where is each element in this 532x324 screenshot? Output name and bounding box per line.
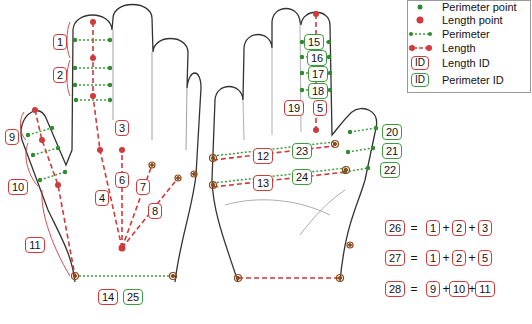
length-id: 10 bbox=[8, 179, 28, 195]
equation-operator: = bbox=[410, 282, 417, 296]
id-number: 1 bbox=[57, 36, 63, 48]
length-id: 26 bbox=[385, 220, 405, 236]
length-id: 9 bbox=[5, 129, 19, 145]
length-id: 3 bbox=[478, 220, 492, 236]
id-number: 22 bbox=[384, 164, 396, 176]
length-id: 8 bbox=[148, 203, 162, 219]
equation-operator: = bbox=[410, 221, 417, 235]
length-id: 2 bbox=[452, 250, 466, 266]
perimeter-id: 25 bbox=[123, 289, 143, 305]
id-number: 23 bbox=[296, 145, 308, 157]
id-number: 16 bbox=[311, 52, 323, 64]
legend-id-sample: ID bbox=[411, 73, 429, 87]
perimeter-id: 24 bbox=[292, 169, 312, 185]
legend-id-sample: ID bbox=[411, 56, 429, 70]
legend-text: Perimeter ID bbox=[442, 74, 504, 87]
id-number: 2 bbox=[456, 252, 462, 264]
id-number: 9 bbox=[9, 131, 15, 143]
length-id: 10 bbox=[449, 281, 469, 297]
id-number: 12 bbox=[257, 150, 269, 162]
perimeter-id: 18 bbox=[308, 83, 328, 99]
perimeter-id: 16 bbox=[307, 50, 327, 66]
equation-operator: + bbox=[442, 221, 449, 235]
id-number: 17 bbox=[312, 68, 324, 80]
length-id: 14 bbox=[98, 289, 118, 305]
legend-text: Perimeter point bbox=[442, 1, 517, 14]
equation-operator: + bbox=[468, 221, 475, 235]
length-id: 6 bbox=[115, 172, 129, 188]
id-number: 20 bbox=[386, 126, 398, 138]
id-number: 9 bbox=[430, 283, 436, 295]
length-id: 12 bbox=[253, 148, 273, 164]
id-number: 8 bbox=[152, 205, 158, 217]
id-number: 21 bbox=[386, 145, 398, 157]
id-number: 13 bbox=[257, 177, 269, 189]
length-id: 9 bbox=[426, 281, 440, 297]
length-id: 1 bbox=[426, 250, 440, 266]
equation-operator: + bbox=[468, 251, 475, 265]
perimeter-id: 22 bbox=[380, 162, 400, 178]
equation-operator: + bbox=[442, 251, 449, 265]
length-id: 1 bbox=[426, 220, 440, 236]
id-number: 1 bbox=[430, 252, 436, 264]
length-id: 13 bbox=[253, 175, 273, 191]
legend-text: Length point bbox=[442, 14, 503, 27]
id-number: 2 bbox=[456, 222, 462, 234]
id-number: 28 bbox=[389, 283, 401, 295]
length-id: 5 bbox=[313, 100, 327, 116]
perimeter-id: 21 bbox=[382, 143, 402, 159]
id-number: 26 bbox=[389, 222, 401, 234]
legend-text: Length bbox=[442, 42, 476, 55]
id-number: 4 bbox=[99, 192, 105, 204]
perimeter-id: 20 bbox=[382, 124, 402, 140]
length-id: 11 bbox=[25, 237, 44, 253]
length-id: 28 bbox=[385, 281, 405, 297]
id-number: 11 bbox=[29, 239, 40, 251]
length-id: 27 bbox=[385, 250, 405, 266]
length-id: 1 bbox=[53, 34, 67, 50]
id-number: 2 bbox=[57, 69, 63, 81]
id-number: 1 bbox=[430, 222, 436, 234]
id-number: 14 bbox=[102, 291, 114, 303]
length-id: 5 bbox=[478, 250, 492, 266]
id-number: 15 bbox=[308, 36, 320, 48]
length-id: 2 bbox=[53, 67, 67, 83]
equation-operator: + bbox=[442, 282, 449, 296]
id-number: 3 bbox=[482, 222, 488, 234]
id-number: 5 bbox=[317, 102, 323, 114]
equation-operator: = bbox=[410, 251, 417, 265]
id-number: 10 bbox=[12, 181, 24, 193]
perimeter-id: 15 bbox=[304, 34, 324, 50]
length-id: 2 bbox=[452, 220, 466, 236]
id-number: 7 bbox=[140, 181, 146, 193]
id-number: 3 bbox=[119, 122, 125, 134]
legend-text: Length ID bbox=[442, 57, 490, 70]
id-number: 10 bbox=[453, 283, 465, 295]
id-number: 27 bbox=[389, 252, 401, 264]
length-id: 3 bbox=[115, 120, 129, 136]
length-id: 4 bbox=[95, 190, 109, 206]
id-number: 6 bbox=[119, 174, 125, 186]
legend-text: Perimeter bbox=[442, 28, 490, 41]
length-id: 19 bbox=[284, 100, 304, 116]
perimeter-id: 17 bbox=[308, 66, 328, 82]
length-id: 11 bbox=[475, 281, 494, 297]
perimeter-id: 23 bbox=[292, 143, 312, 159]
id-number: 5 bbox=[482, 252, 488, 264]
id-number: 18 bbox=[312, 85, 324, 97]
length-id: 7 bbox=[136, 179, 150, 195]
equation-operator: + bbox=[468, 282, 475, 296]
id-number: 11 bbox=[479, 283, 490, 295]
id-number: 24 bbox=[296, 171, 308, 183]
id-number: 19 bbox=[288, 102, 300, 114]
id-number: 25 bbox=[127, 291, 139, 303]
